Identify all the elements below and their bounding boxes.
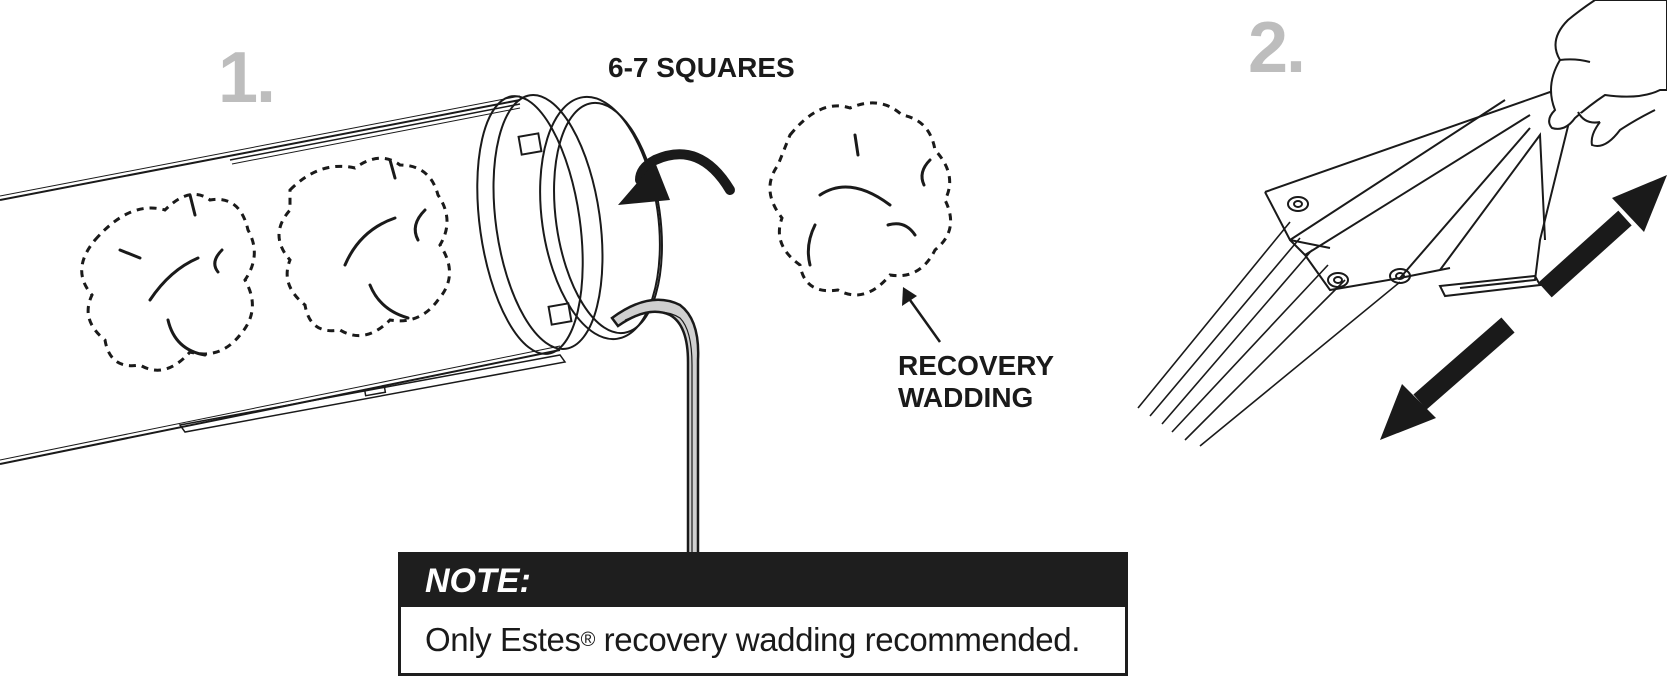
step-number-2: 2. — [1248, 8, 1306, 88]
step-number-1: 1. — [218, 38, 276, 118]
hand-icon — [1548, 0, 1667, 147]
pointer-arrow-icon — [902, 287, 942, 343]
wadding-square — [277, 156, 451, 338]
note-text-after: recovery wadding recommended. — [594, 621, 1081, 658]
tube-end-coupler — [476, 94, 663, 355]
trademark-symbol: ® — [580, 628, 596, 651]
recovery-wadding-label-line1: RECOVERY — [898, 350, 1055, 381]
squares-count-label: 6-7 SQUARES — [608, 52, 795, 83]
recovery-wadding-label: RECOVERY WADDING — [898, 350, 1098, 414]
curved-arrow-icon — [618, 149, 735, 205]
up-right-arrow-icon — [1538, 175, 1667, 298]
wadding-square-loose-detail — [806, 133, 932, 267]
note-text: Only Estes® recovery wadding recommended… — [401, 607, 1125, 673]
down-left-arrow-icon — [1380, 317, 1515, 440]
shock-cord — [610, 298, 700, 558]
note-box: NOTE: Only Estes® recovery wadding recom… — [398, 552, 1128, 676]
wadding-square — [80, 192, 256, 372]
note-heading: NOTE: — [401, 555, 1125, 607]
note-text-before: Only Estes — [425, 621, 581, 658]
shroud-lines — [1137, 221, 1401, 447]
wadding-square-loose — [768, 101, 953, 297]
parachute — [1264, 90, 1574, 298]
recovery-wadding-label-line2: WADDING — [898, 382, 1034, 414]
body-tube — [0, 95, 567, 465]
wadding-square-detail — [118, 158, 427, 357]
